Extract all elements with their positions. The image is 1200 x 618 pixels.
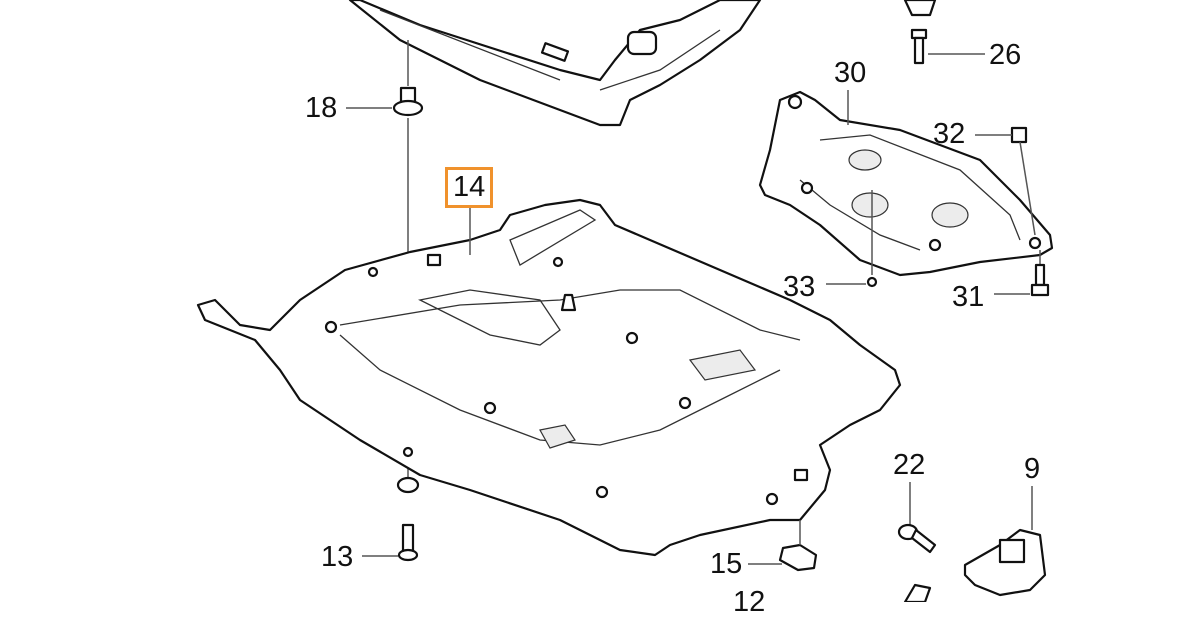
clip-15[interactable] [748, 520, 818, 572]
heat-shield-30[interactable] [758, 90, 1054, 277]
bolt-31[interactable] [994, 250, 1050, 297]
callout-33[interactable]: 33 [783, 271, 816, 303]
callout-30[interactable]: 30 [834, 57, 867, 89]
callout-9[interactable]: 9 [1024, 453, 1041, 485]
callout-14-selected[interactable]: 14 [445, 167, 494, 208]
callout-13[interactable]: 13 [321, 541, 354, 573]
callout-12[interactable]: 12 [733, 586, 766, 618]
callout-15[interactable]: 15 [710, 548, 743, 580]
callout-26[interactable]: 26 [989, 39, 1022, 71]
engine-mount-9[interactable] [903, 486, 1047, 602]
bolt-26[interactable] [903, 0, 985, 65]
underbody-panel-14[interactable] [196, 198, 902, 557]
callout-32[interactable]: 32 [933, 118, 966, 150]
callout-31[interactable]: 31 [952, 281, 985, 313]
subframe-part[interactable] [348, 0, 762, 127]
callout-18[interactable]: 18 [305, 92, 338, 124]
bolt-13[interactable] [362, 470, 420, 562]
parts-diagram [196, 0, 1054, 602]
bolt-22[interactable] [897, 482, 937, 554]
screw-33[interactable] [826, 190, 878, 288]
nut-32[interactable] [975, 126, 1036, 236]
callout-22[interactable]: 22 [893, 449, 926, 481]
